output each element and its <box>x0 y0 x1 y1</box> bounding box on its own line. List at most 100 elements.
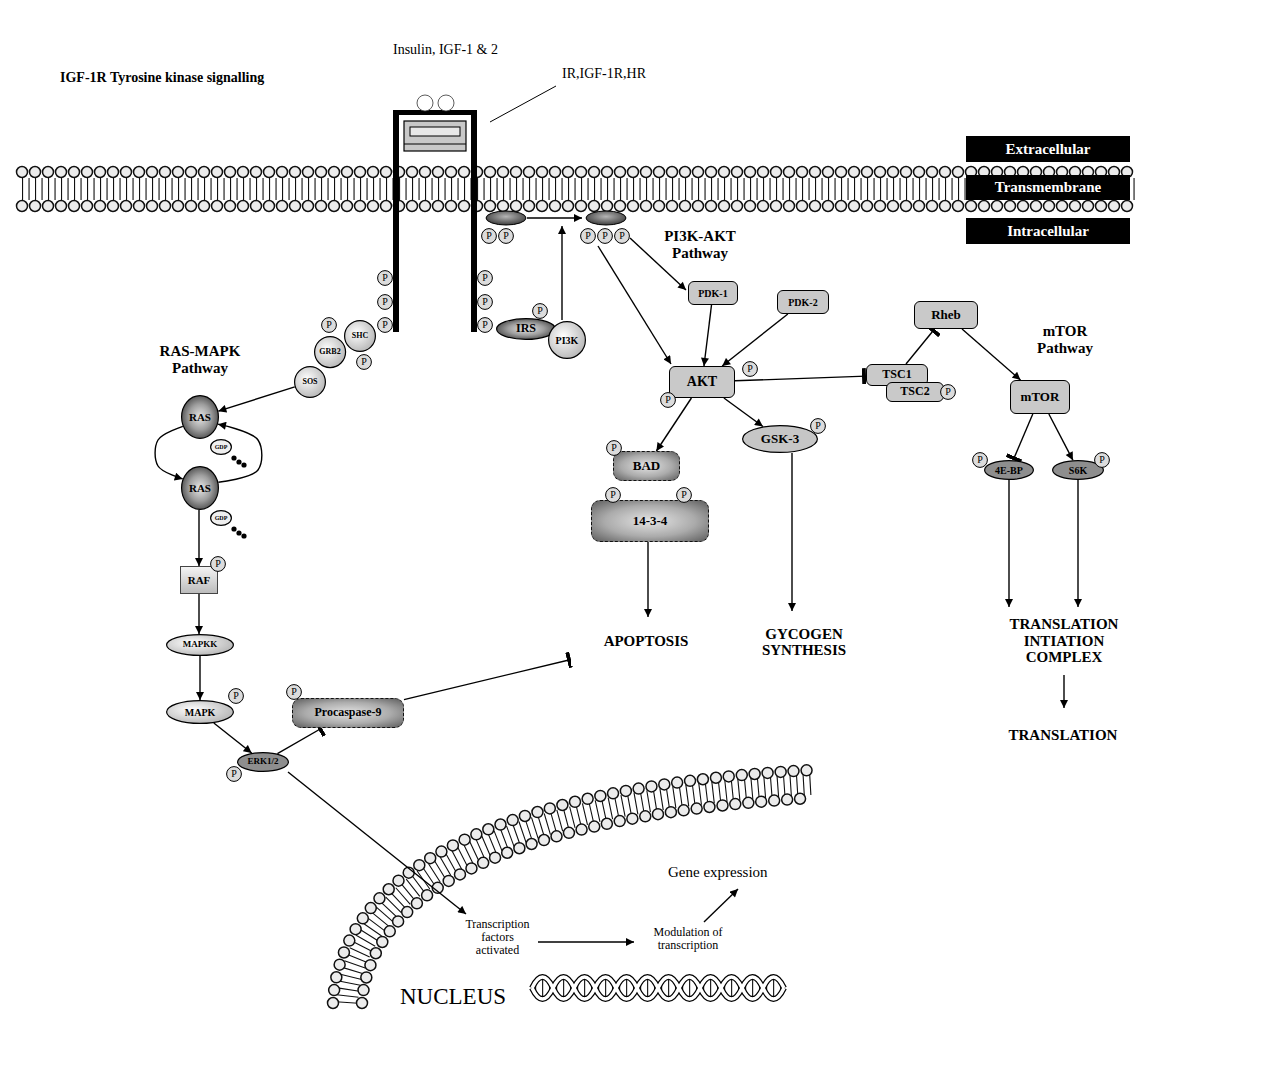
annotation-text: Modulation of transcription <box>638 926 738 952</box>
outcome-box: APOPTOSIS <box>571 617 721 666</box>
phosphate-dots <box>231 455 246 538</box>
annotation-text: Gene expression <box>668 864 768 881</box>
nuclear-membrane <box>333 770 812 1003</box>
activation-arrow <box>199 656 200 700</box>
node-label: TSC1 <box>882 368 911 381</box>
kinase-ellipse: MAPK <box>166 700 234 724</box>
nuclear-membrane <box>347 784 812 1003</box>
protein-ellipse: 4E-BP <box>984 460 1034 480</box>
activation-arrow <box>1063 675 1064 708</box>
adaptor-circle: SHC <box>344 320 376 352</box>
node-label: P <box>231 769 237 779</box>
phospho-circle: P <box>210 556 226 572</box>
node-label: Rheb <box>931 308 961 322</box>
phospho-circle: P <box>477 294 493 310</box>
node-label: RAS <box>189 411 211 423</box>
node-outline <box>985 461 1034 480</box>
node-outline <box>478 271 493 286</box>
node-label: Intracellular <box>1007 223 1089 240</box>
node-outline <box>941 385 956 400</box>
pathway-arrow <box>288 218 738 942</box>
panel-shape <box>964 360 1165 768</box>
pathway-panel: mTOR4E-BPPS6KPTRANSLATION INTIATION COMP… <box>964 360 1165 768</box>
node-outline <box>182 467 219 510</box>
pathway-arrow <box>527 217 582 218</box>
annotation-text: IR,IGF-1R,HR <box>562 66 646 81</box>
activation-arrow <box>962 329 1020 380</box>
receptor <box>471 110 477 332</box>
annotation-text: Insulin, IGF-1 & 2 <box>393 42 498 57</box>
annotation-text: NUCLEUS <box>400 984 506 1009</box>
protein-box: Procaspase-9 <box>292 698 404 728</box>
node-label: P <box>361 357 367 367</box>
phospho-circle: P <box>377 270 393 286</box>
panel-shape <box>556 265 942 757</box>
activation-arrow <box>218 387 294 411</box>
node-label: PDK-1 <box>698 288 727 299</box>
phospho-circle: P <box>606 440 622 456</box>
label-slot: NUCLEUS <box>400 984 506 1009</box>
node-label: P <box>537 306 543 316</box>
node-outline <box>322 318 337 333</box>
node-label: P <box>503 231 509 241</box>
phospho-circle: P <box>742 361 758 377</box>
dna-helix <box>532 977 784 999</box>
node-label: P <box>747 364 753 374</box>
figure-frame <box>8 8 1265 1080</box>
activation-arrow <box>722 314 788 366</box>
node-outline <box>315 337 346 368</box>
node-label: BAD <box>633 459 660 473</box>
node-label: P <box>382 297 388 307</box>
node-outline <box>167 701 234 724</box>
phospho-circle: P <box>498 228 514 244</box>
node-outline <box>606 488 621 503</box>
node-label: TRANSLATION INTIATION COMPLEX <box>989 616 1139 666</box>
node-label: P <box>945 387 951 397</box>
phosphate-dots <box>236 530 241 535</box>
node-label: SOS <box>302 378 317 387</box>
node-label: P <box>681 490 687 500</box>
node-outline <box>499 229 514 244</box>
phospho-circle: P <box>676 487 692 503</box>
dna-helix <box>532 977 784 999</box>
node-label: Procaspase-9 <box>314 706 381 719</box>
inhibition-line <box>277 728 322 754</box>
node-outline <box>287 685 302 700</box>
phosphate-dots <box>241 462 246 467</box>
inhibition-line <box>404 659 571 699</box>
kinase-box: RAF <box>180 566 218 594</box>
connectors <box>155 305 1078 754</box>
nuclear-membrane <box>362 798 812 1003</box>
node-label: P <box>482 297 488 307</box>
receptor <box>404 121 466 151</box>
phospho-circle: P <box>810 418 826 434</box>
node-label: Transmembrane <box>995 179 1101 196</box>
node-label: GYCOGEN SYNTHESIS <box>739 626 869 659</box>
node-label: ERK1/2 <box>247 757 278 767</box>
node-label: MAPK <box>185 707 216 718</box>
phospholipid-oval <box>486 211 526 225</box>
node-label: AKT <box>687 374 717 389</box>
phosphate-dots <box>241 533 246 538</box>
kinase-box: mTOR <box>1010 380 1070 414</box>
node-outline <box>661 393 676 408</box>
node-outline <box>229 689 244 704</box>
kinase-circle: PI3K <box>548 321 586 359</box>
label-slot: Transcription factors activated <box>460 918 535 958</box>
diagram-title: IGF-1R Tyrosine kinase signalling <box>60 70 264 85</box>
phospholipid-oval <box>486 211 626 225</box>
node-label: P <box>215 559 221 569</box>
node-label: P <box>585 231 591 241</box>
node-label: P <box>382 273 388 283</box>
node-label: PDK-2 <box>788 297 817 308</box>
node-outline <box>598 229 613 244</box>
node-label: P <box>610 490 616 500</box>
region-tag: Extracellular <box>966 136 1130 162</box>
outcome-box: GYCOGEN SYNTHESIS <box>725 611 883 673</box>
ligand <box>417 95 454 111</box>
protein-box: Rheb <box>914 301 978 329</box>
node-label: P <box>611 443 617 453</box>
node-outline <box>533 304 548 319</box>
